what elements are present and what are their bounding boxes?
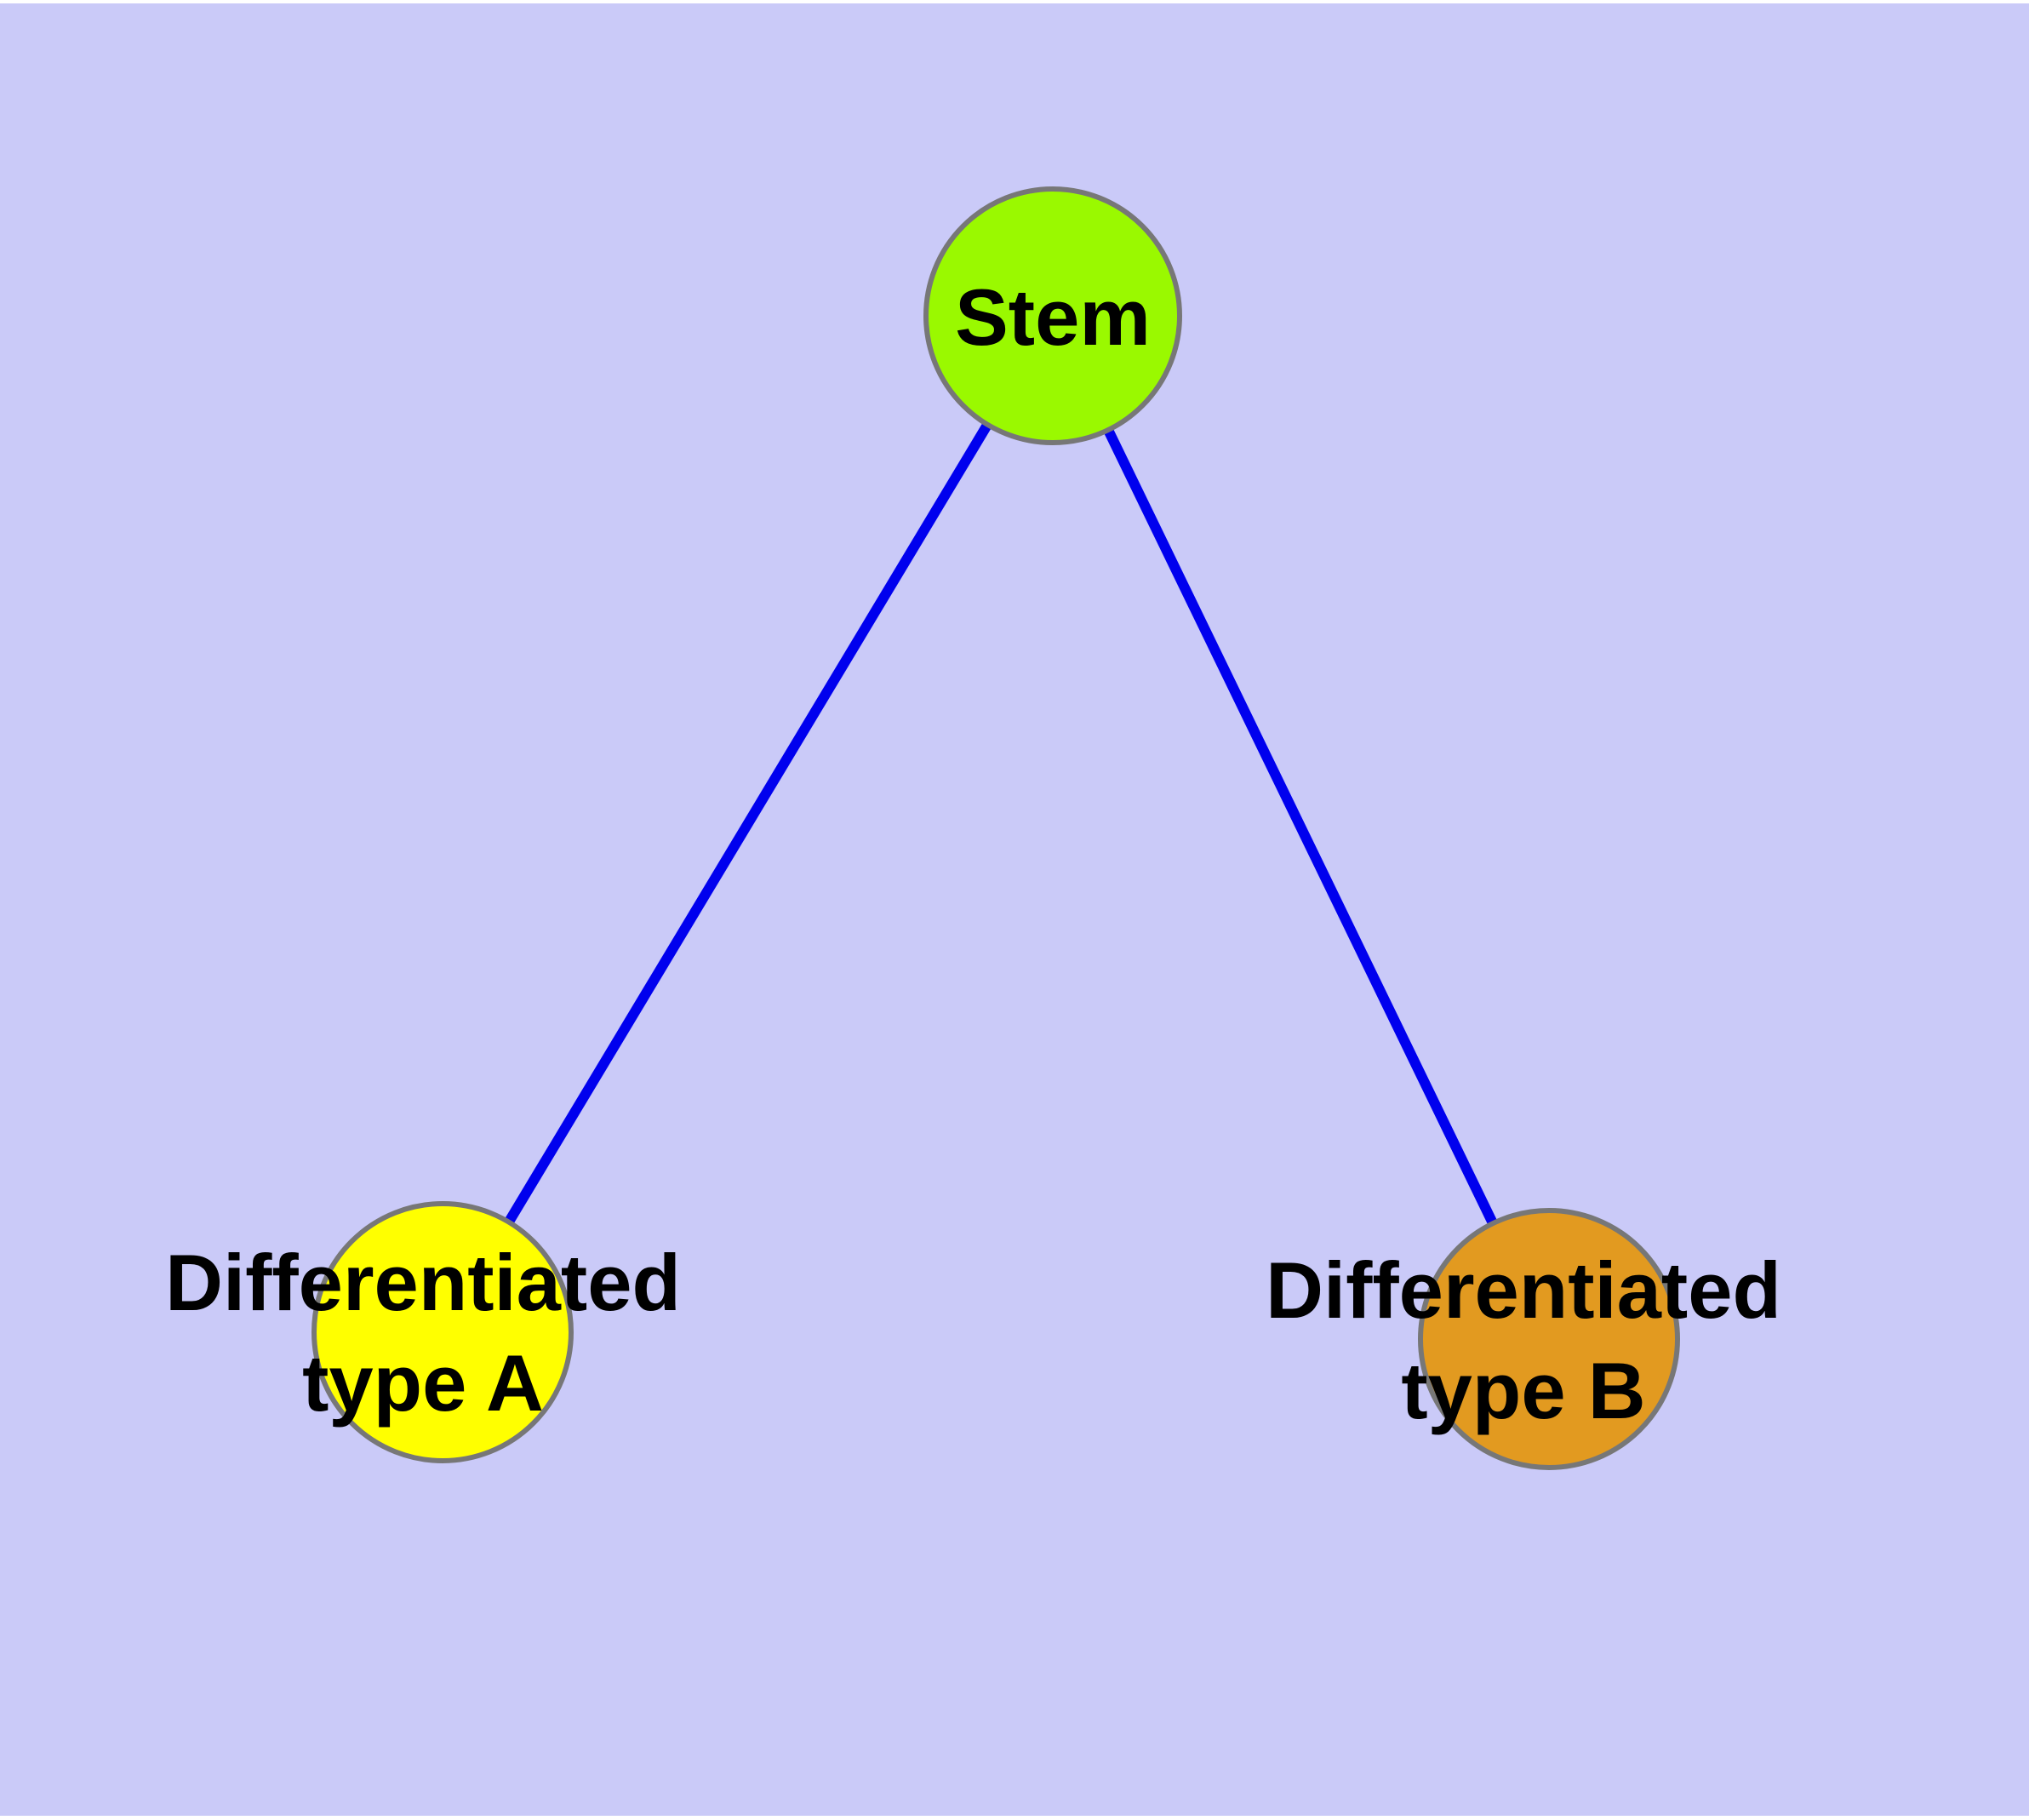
node-stem-label: Stem bbox=[955, 272, 1151, 362]
edge-stem-to-type-a bbox=[437, 312, 1058, 1336]
node-stem-circle bbox=[923, 186, 1182, 445]
node-type-a-label-line1: Differentiated bbox=[165, 1238, 681, 1327]
node-type-b-label-line1: Differentiated bbox=[1266, 1245, 1781, 1335]
node-type-a-circle bbox=[311, 1201, 574, 1463]
node-type-b-label: Differentiated type B bbox=[1266, 1240, 1781, 1441]
node-type-a-label: Differentiated type A bbox=[165, 1233, 681, 1434]
node-type-b-label-line2: type B bbox=[1401, 1346, 1646, 1435]
edge-stem-to-type-b bbox=[1048, 313, 1554, 1342]
node-type-b-circle bbox=[1418, 1208, 1680, 1470]
node-type-a-label-line2: type A bbox=[302, 1338, 544, 1428]
